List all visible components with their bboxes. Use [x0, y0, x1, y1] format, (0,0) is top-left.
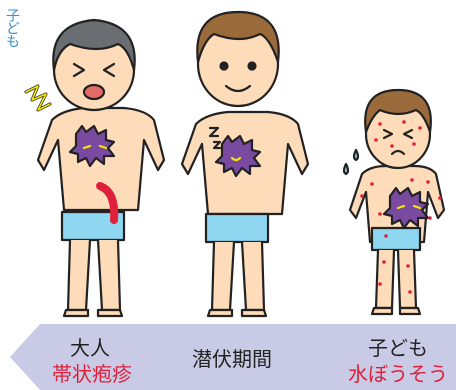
- latent-hair: [196, 10, 280, 64]
- child-hair: [364, 88, 432, 134]
- latent-shorts: [204, 212, 270, 244]
- shingles-rash: [96, 182, 119, 224]
- virus-icon-adult: [68, 124, 116, 168]
- chickenpox-rash: [360, 120, 442, 294]
- figure-child: [342, 88, 446, 316]
- side-label: 子ども: [4, 8, 20, 47]
- child-shorts: [370, 226, 422, 252]
- figure-adult: [24, 18, 166, 318]
- virus-icon-latent: [214, 134, 262, 178]
- arrow-shape: [10, 324, 456, 390]
- adult-hair: [52, 18, 136, 72]
- figure-latent: [180, 10, 310, 318]
- stage-label-adult: 大人: [70, 336, 110, 360]
- stage-label-latent: 潜伏期間: [192, 347, 272, 371]
- timeline-arrow: [10, 324, 456, 390]
- virus-icon-child: [382, 186, 430, 230]
- stage-disease-adult: 帯状疱疹: [52, 362, 132, 386]
- stage-label-child: 子ども: [368, 336, 428, 360]
- figures-svg: [24, 10, 446, 318]
- stage-disease-child: 水ぼうそう: [348, 362, 448, 386]
